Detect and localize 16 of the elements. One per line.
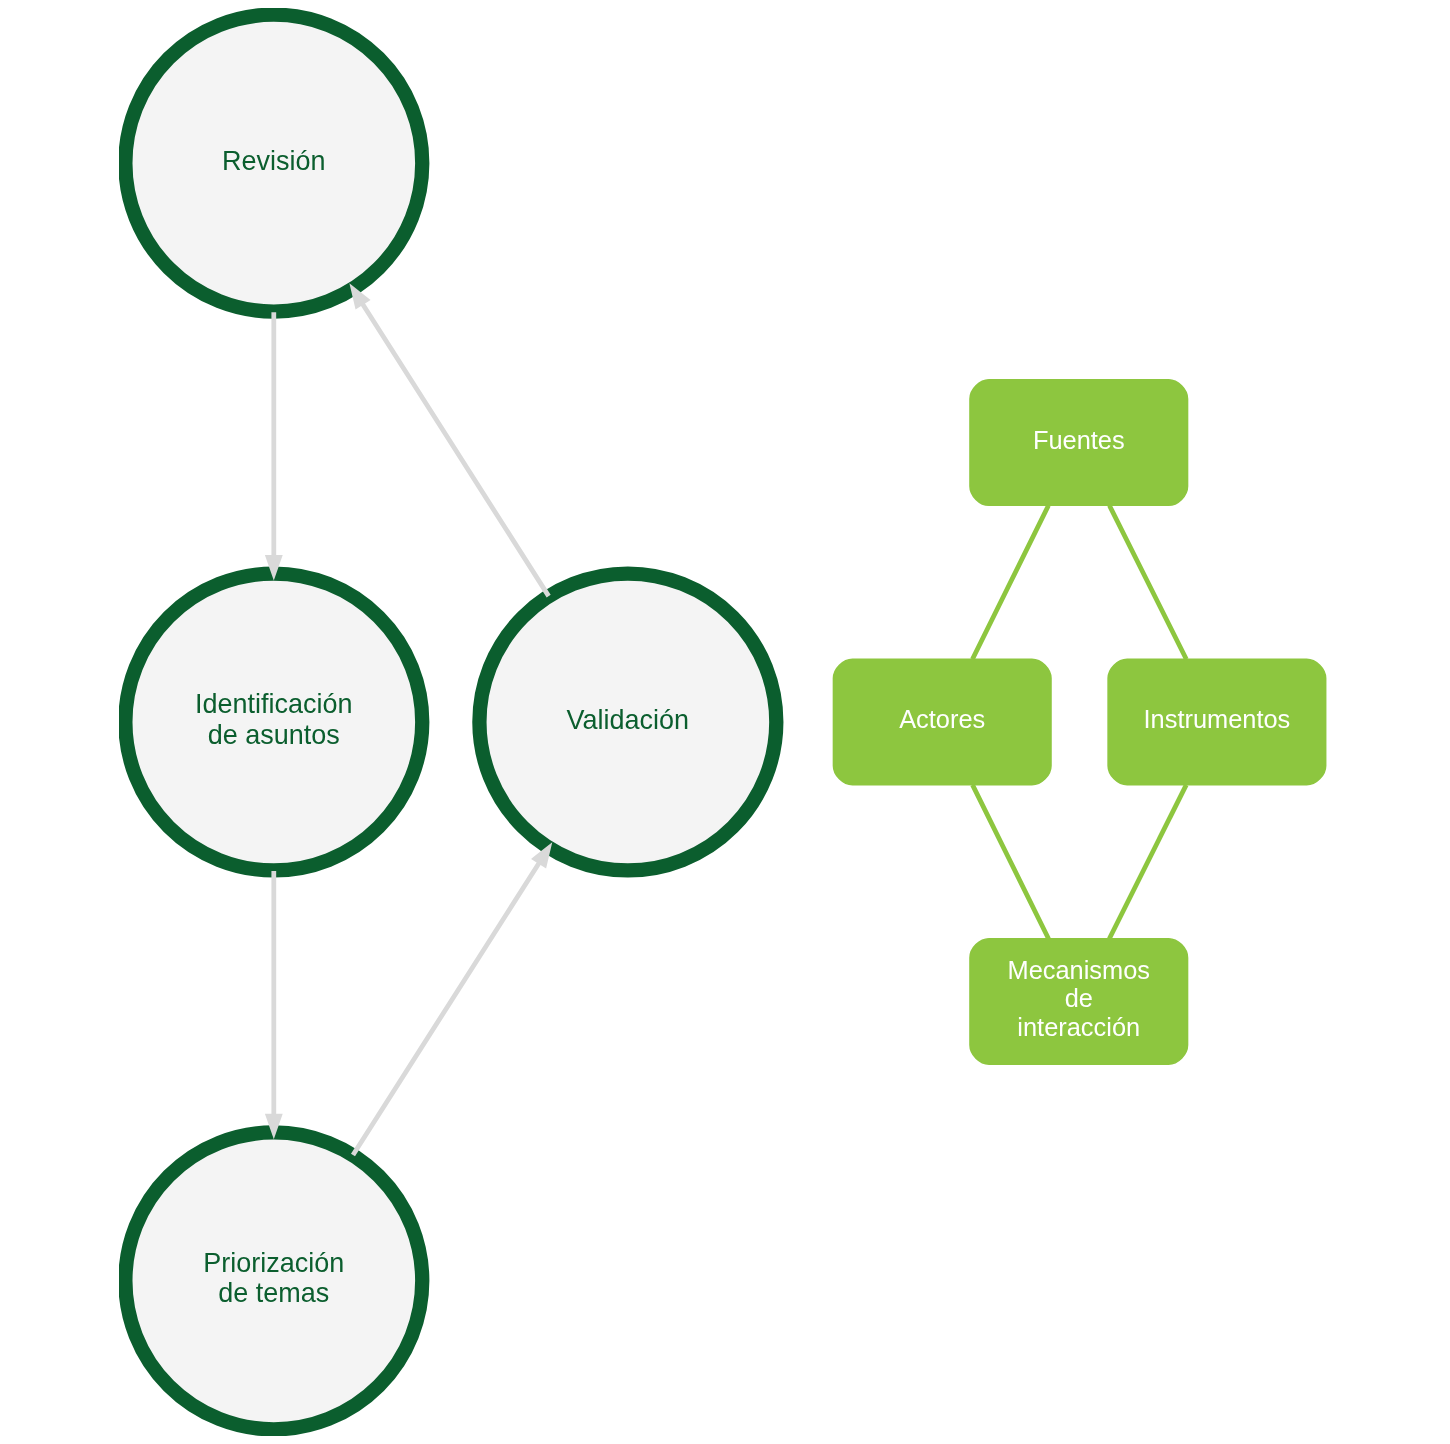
node-circle: Revisión — [118, 8, 429, 319]
node-circle: Identificación de asuntos — [118, 566, 429, 878]
connector — [1106, 504, 1188, 661]
node-box: Actores — [832, 658, 1052, 786]
connector — [969, 504, 1051, 661]
node-circle: Validación — [471, 566, 783, 878]
arrow — [350, 842, 552, 1157]
node-box: Fuentes — [968, 379, 1188, 507]
node-circle: Priorización de temas — [118, 1125, 429, 1436]
node-box: Mecanismos de interacción — [968, 937, 1188, 1065]
arrow — [348, 283, 551, 598]
arrow — [264, 312, 283, 581]
connector — [969, 783, 1051, 940]
arrow — [264, 871, 283, 1140]
node-box: Instrumentos — [1106, 658, 1326, 786]
connector — [1106, 783, 1188, 940]
